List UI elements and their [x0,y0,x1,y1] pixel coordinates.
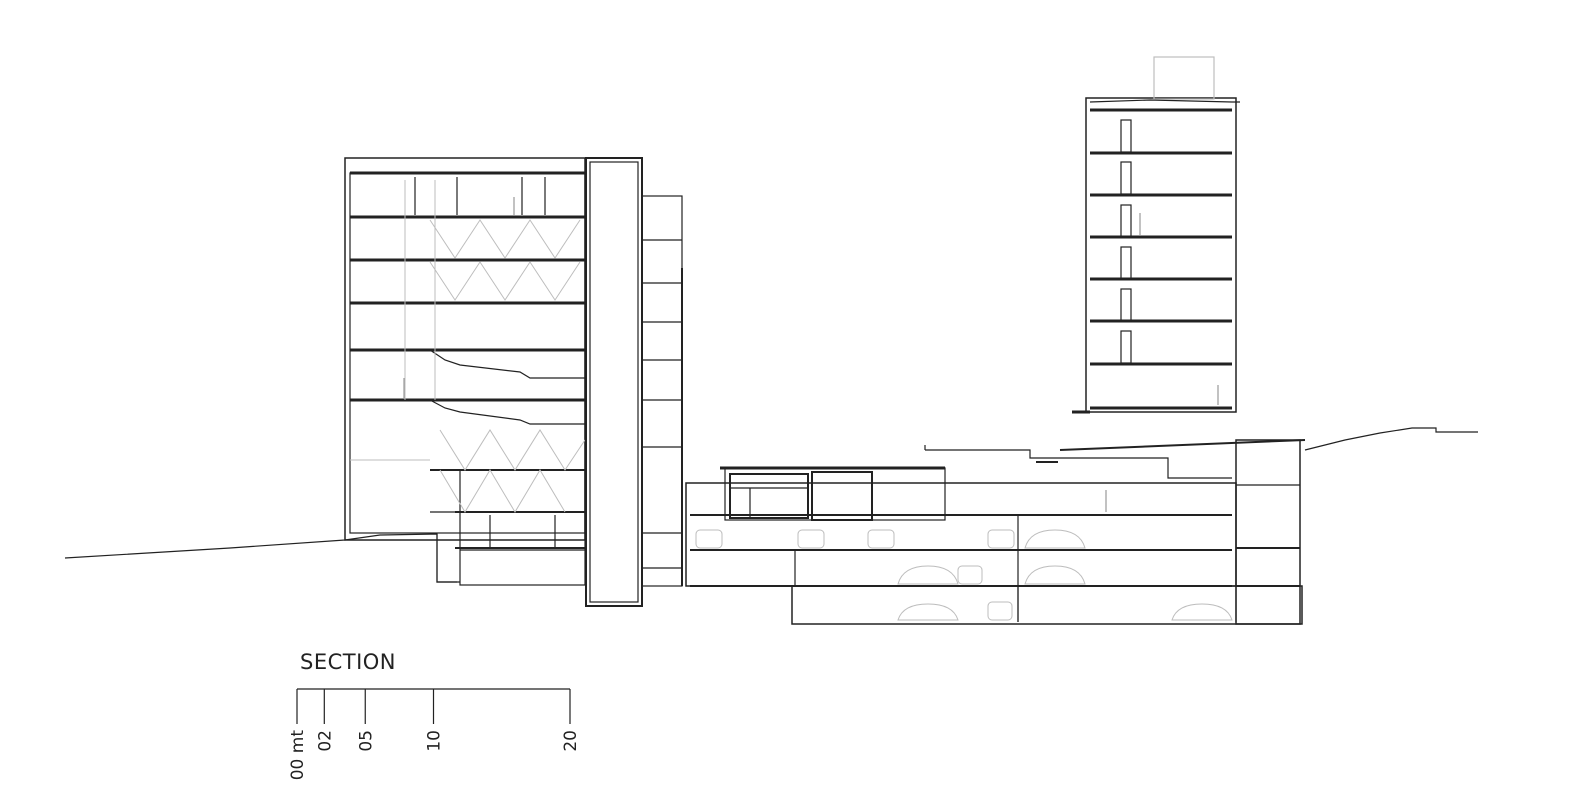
terrain-right [1304,427,1478,451]
terrain-left [64,533,457,583]
scale-bar-labels: 00 mt 02 05 10 20 [288,730,581,781]
middle-block [685,439,1306,625]
scale-tick-label: 20 [561,730,581,752]
human-figures [403,197,1219,512]
left-building [344,157,586,586]
stair-tower [641,195,683,587]
scale-bar [296,688,571,724]
circulation-core [585,157,643,607]
rooftop-structure [1153,56,1215,100]
right-podium [1235,439,1301,625]
scale-tick-label: 05 [356,730,376,752]
scale-tick-label: 10 [425,730,445,752]
scale-tick-label: 00 mt [288,730,308,781]
parked-cars [695,529,1233,621]
right-tower [1072,97,1240,414]
section-title: SECTION [300,650,397,674]
diagonal-bracing [350,180,586,513]
scale-tick-label: 02 [315,730,335,752]
